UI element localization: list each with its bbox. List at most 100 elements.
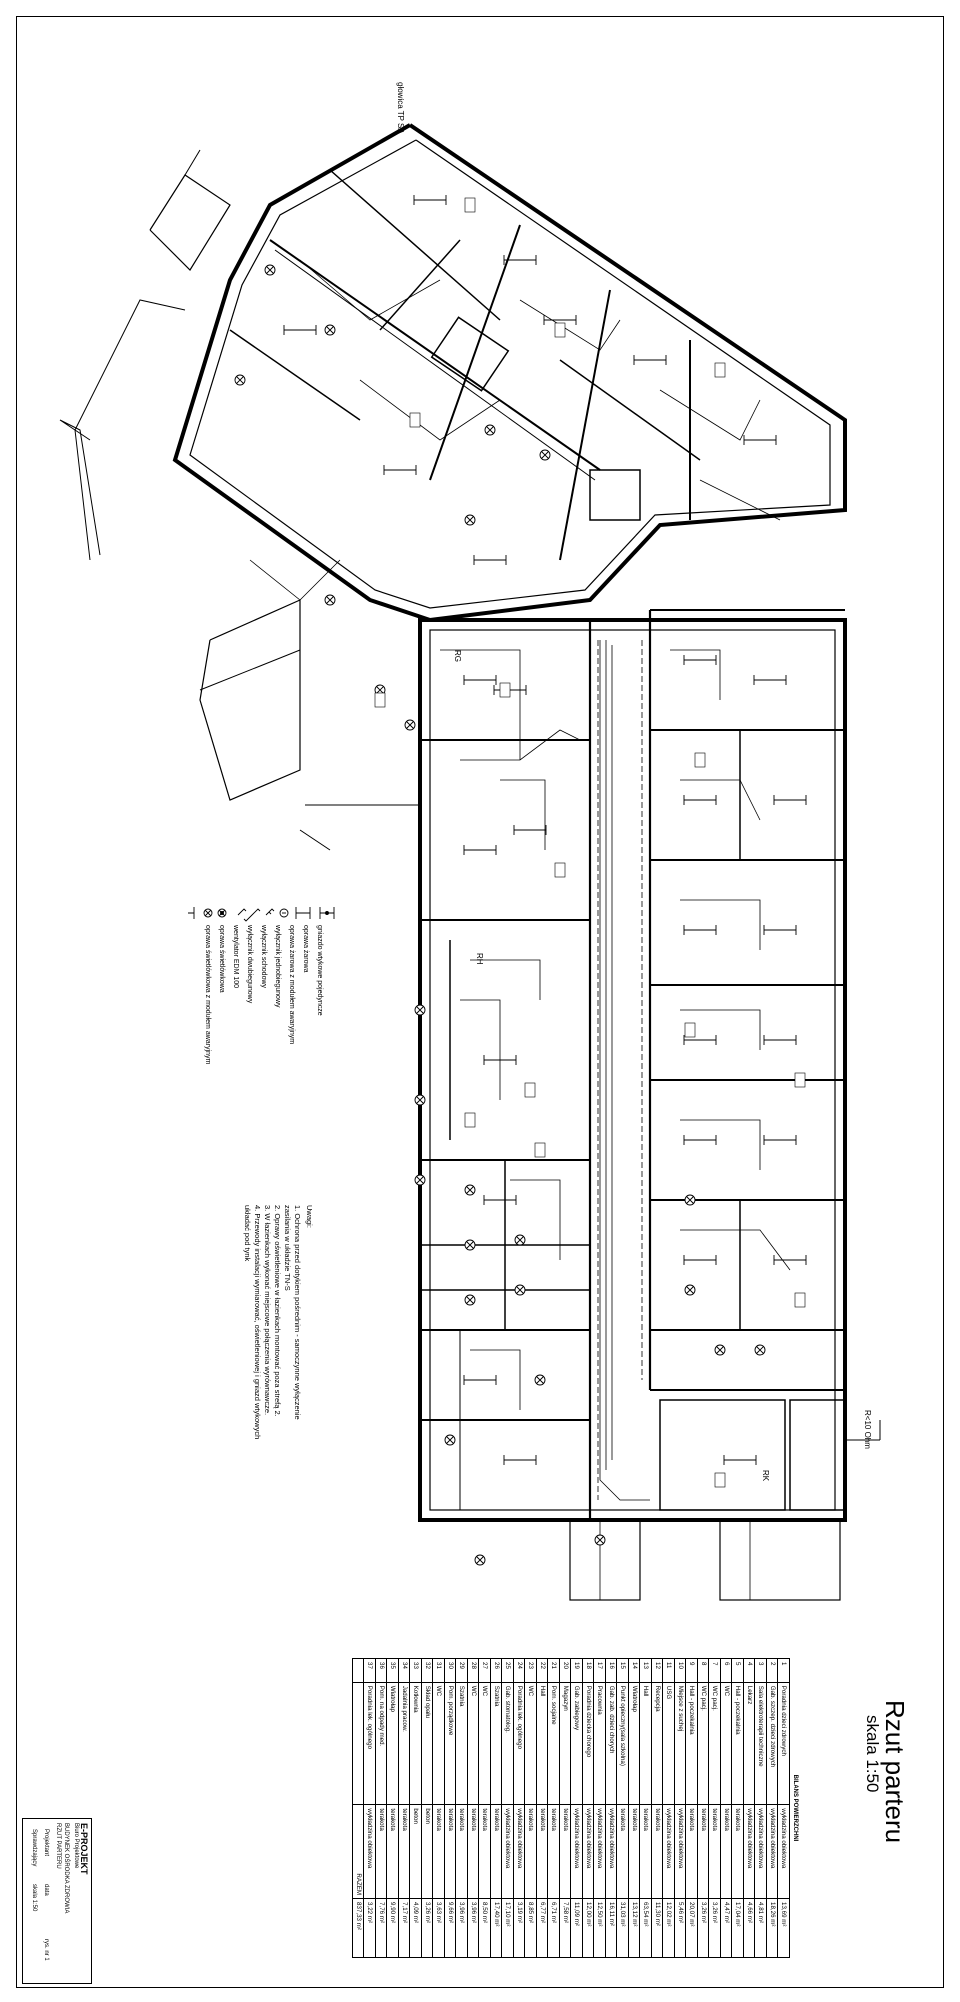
room-cell-finish: terakota (628, 1804, 640, 1899)
title-block-field: data (43, 1884, 49, 1896)
lamp-icon (754, 1344, 766, 1356)
room-cell-area: 7,17 m² (398, 1898, 410, 1958)
drawing-scale: skala 1:50 (863, 1715, 882, 1793)
room-cell-name: WC (467, 1682, 479, 1805)
room-tag-box (794, 1072, 806, 1088)
room-cell-name: Hall (640, 1682, 652, 1805)
room-cell-finish: wykładzina obiektowa (364, 1804, 376, 1899)
legend-item-hotel-switch: wyłącznik schodowy (260, 925, 267, 989)
room-cell-finish: terakota (697, 1804, 709, 1899)
room-sum-label: RAZEM (352, 1804, 364, 1899)
room-cell-name: WC pacj. (709, 1682, 721, 1805)
room-cell-no: 3 (755, 1658, 767, 1683)
room-cell-finish: wykładzina obiektowa (594, 1804, 606, 1899)
room-cell-name: WC (479, 1682, 491, 1805)
fluorescent-icon (463, 675, 497, 685)
room-cell-finish: wykładzina obiektowa (766, 1804, 778, 1899)
room-tag-box (554, 322, 566, 338)
room-cell-area: 3,26 m² (709, 1898, 721, 1958)
fluorescent-icon (463, 1375, 497, 1385)
room-cell-no: 27 (479, 1658, 491, 1683)
room-cell-no: 5 (732, 1658, 744, 1683)
room-cell-name: Pracownia (594, 1682, 606, 1805)
note-line: 1. Ochrona przed dotykiem pośrednim - sa… (293, 1205, 302, 1420)
legend-item-double-switch: wyłącznik dwubiegunowy (246, 925, 253, 1004)
note-line: 3. W łazienkach wykonać miejscowe połącz… (263, 1205, 272, 1416)
circuits (249, 259, 791, 1501)
room-cell-area: 17,04 m² (732, 1898, 744, 1958)
room-cell-area: 6,71 m² (548, 1898, 560, 1958)
room-cell-name: Lekarz (743, 1682, 755, 1805)
room-cell-finish: terakota (617, 1804, 629, 1899)
room-cell-name: Gab. zab. dzieci chorych (605, 1682, 617, 1805)
legend-item-lamp: oprawa żarowa (302, 925, 309, 973)
lamp-icon (684, 1194, 696, 1206)
room-cell-no: 16 (605, 1658, 617, 1683)
room-cell-finish: wykładzina obiektowa (513, 1804, 525, 1899)
room-cell-area: 5,46 m² (674, 1898, 686, 1958)
room-tag-box (464, 197, 476, 213)
room-cell-name: Magazyn (559, 1682, 571, 1805)
room-cell-area: 9,66 m² (444, 1898, 456, 1958)
room-cell-no: 30 (444, 1658, 456, 1683)
single-socket-icon (188, 907, 195, 919)
room-cell-area: 4,47 m² (720, 1898, 732, 1958)
room-cell-no: 2 (766, 1658, 778, 1683)
room-cell-area: 20,07 m² (686, 1898, 698, 1958)
lamp-icon (539, 449, 551, 461)
room-cell-finish: terakota (490, 1804, 502, 1899)
lamp-icon (374, 684, 386, 696)
room-cell-no: 18 (582, 1658, 594, 1683)
room-cell-no: 9 (686, 1658, 698, 1683)
room-cell-area: 17,40 m² (490, 1898, 502, 1958)
fluorescent-icon (683, 795, 717, 805)
room-cell-finish: terakota (433, 1804, 445, 1899)
room-cell-finish: wykładzina obiektowa (605, 1804, 617, 1899)
fluorescent-icon (683, 1035, 717, 1045)
company-name: E-PROJEKT (79, 1823, 89, 1875)
room-cell-finish: terakota (732, 1804, 744, 1899)
room-cell-finish: terakota (375, 1804, 387, 1899)
porches (59, 149, 420, 851)
room-cell-no: 34 (398, 1658, 410, 1683)
room-cell-no: 29 (456, 1658, 468, 1683)
room-cell-area: 13,12 m² (628, 1898, 640, 1958)
room-cell-name: Szatnia (456, 1682, 468, 1805)
room-cell-area: 7,76 m² (375, 1898, 387, 1958)
note-line: zasilania w układzie TN-S (283, 1205, 292, 1291)
room-cell-no: 36 (375, 1658, 387, 1683)
room-cell-name: Gab. zabiegowy (571, 1682, 583, 1805)
fluorescent-icon (683, 925, 717, 935)
room-cell-name: USG (663, 1682, 675, 1805)
room-cell-finish: wykładzina obiektowa (502, 1804, 514, 1899)
fluorescent-icon (283, 325, 317, 335)
room-tag-box (499, 682, 511, 698)
lamp-icon (594, 1534, 606, 1546)
room-cell-name: WC (720, 1682, 732, 1805)
room-cell-no: 15 (617, 1658, 629, 1683)
room-cell-finish: terakota (559, 1804, 571, 1899)
legend-icons (188, 907, 335, 922)
fluorescent-icon (763, 1035, 797, 1045)
lamp-icon (264, 264, 276, 276)
room-cell-area: 12,02 m² (663, 1898, 675, 1958)
room-cell-no: 12 (651, 1658, 663, 1683)
room-tag-box (374, 692, 386, 708)
room-cell-area: 3,96 m² (456, 1898, 468, 1958)
room-cell-area: 12,50 m² (594, 1898, 606, 1958)
room-cell-finish: beton (421, 1804, 433, 1899)
room-cell-no: 4 (743, 1658, 755, 1683)
fluorescent-icon (633, 355, 667, 365)
lamp-icon (714, 1344, 726, 1356)
